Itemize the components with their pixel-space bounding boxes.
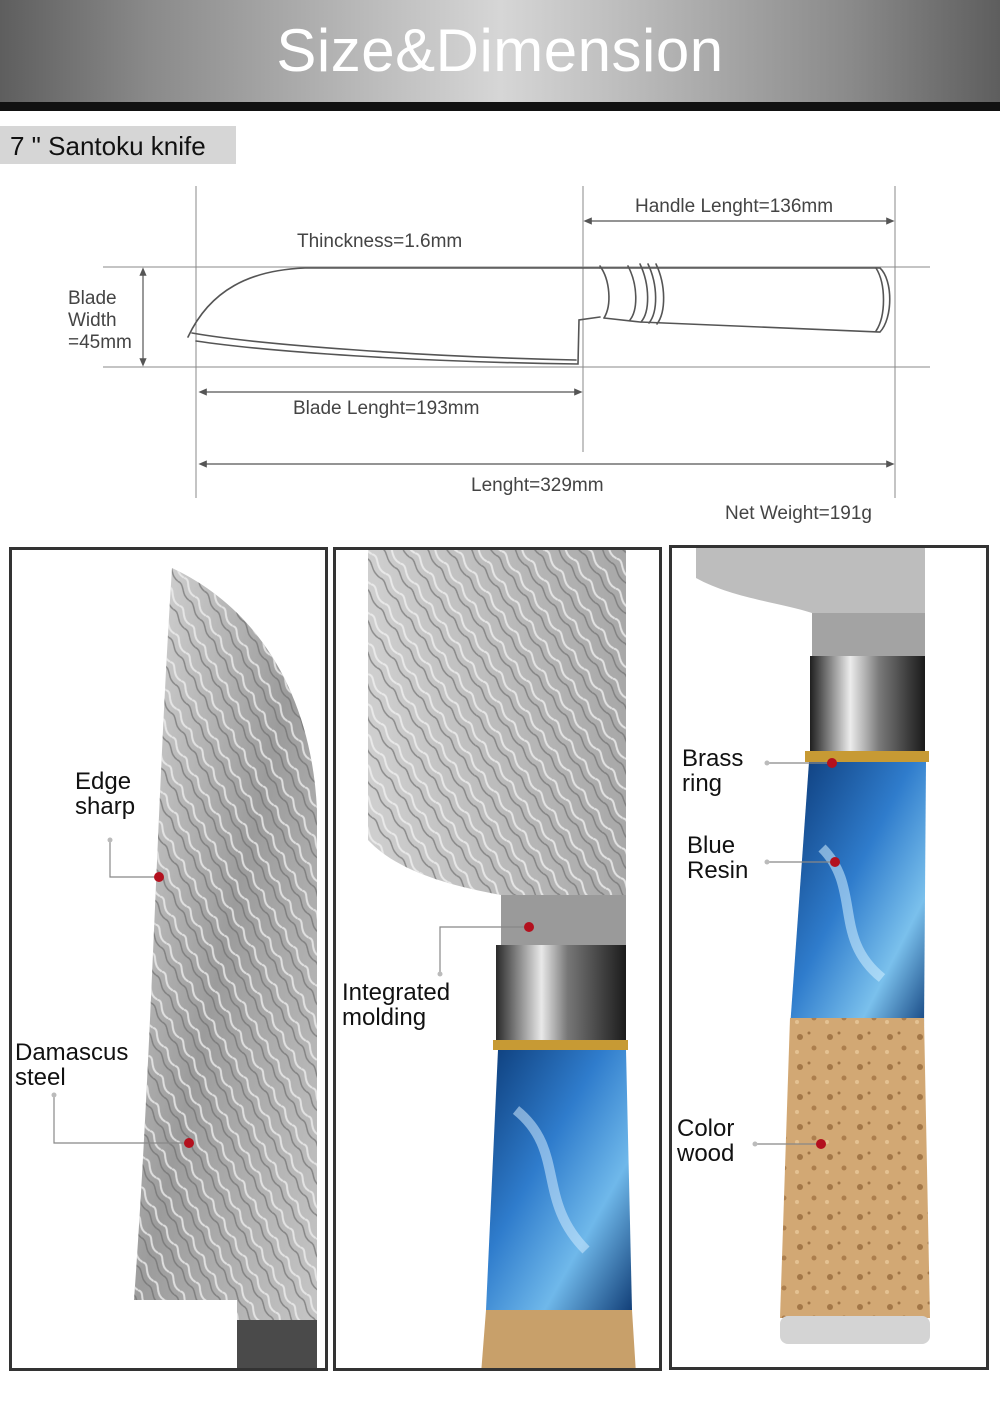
brass-callout-line1: Brass	[682, 745, 744, 772]
brass-ring-callout: Brass ring	[682, 746, 743, 796]
molding-detail-panel: Integrated molding	[333, 547, 662, 1371]
blade-width-label-line3: =45mm	[68, 332, 132, 353]
wood-callout-line2: wood	[677, 1140, 735, 1167]
handle-photo	[696, 548, 930, 1344]
handle-length-label: Handle Lenght=136mm	[635, 196, 834, 217]
blue-resin-callout: Blue Resin	[687, 833, 748, 883]
thickness-label: Thinckness=1.6mm	[297, 231, 463, 252]
resin-callout-line1: Blue	[687, 832, 736, 859]
blade-detail-panel: Edge sharp Damascus steel	[9, 547, 328, 1371]
knife-outline	[187, 263, 891, 365]
header-banner	[0, 0, 1000, 102]
damascus-marker-dot	[184, 1138, 194, 1148]
wood-marker-dot	[816, 1139, 826, 1149]
color-wood-callout: Color wood	[677, 1116, 734, 1166]
molding-photo	[368, 550, 636, 1368]
edge-callout-line1: Edge	[75, 768, 132, 795]
damascus-steel-callout: Damascus steel	[15, 1040, 128, 1090]
damascus-callout-line1: Damascus	[15, 1039, 129, 1066]
page-title: Size&Dimension	[276, 17, 724, 84]
product-tag-label: 7 " Santoku knife	[10, 131, 206, 161]
net-weight-label: Net Weight=191g	[725, 503, 872, 524]
resin-marker-dot	[830, 857, 840, 867]
knife-dimension-drawing	[103, 186, 930, 498]
molding-marker-dot	[524, 922, 534, 932]
blade-width-label: Blade Width =45mm	[68, 288, 132, 354]
resin-callout-line2: Resin	[687, 857, 749, 884]
blade-length-label: Blade Lenght=193mm	[293, 398, 480, 419]
blade-width-label-line1: Blade	[68, 288, 117, 309]
molding-callout-line2: molding	[342, 1004, 427, 1031]
integrated-molding-callout: Integrated molding	[342, 980, 450, 1030]
total-length-label: Lenght=329mm	[471, 475, 604, 496]
damascus-callout-line2: steel	[15, 1064, 66, 1091]
header-divider	[0, 102, 1000, 111]
edge-sharp-callout: Edge sharp	[75, 769, 135, 819]
wood-callout-line1: Color	[677, 1115, 735, 1142]
molding-callout-line1: Integrated	[342, 979, 451, 1006]
brass-marker-dot	[827, 758, 837, 768]
blade-width-label-line2: Width	[68, 310, 117, 331]
blade-photo	[51, 568, 317, 1368]
edge-callout-line2: sharp	[75, 793, 136, 820]
brass-callout-line2: ring	[682, 770, 723, 797]
edge-marker-dot	[154, 872, 164, 882]
product-tag	[0, 126, 236, 164]
handle-detail-panel: Brass ring Blue Resin Color wood	[669, 545, 989, 1370]
